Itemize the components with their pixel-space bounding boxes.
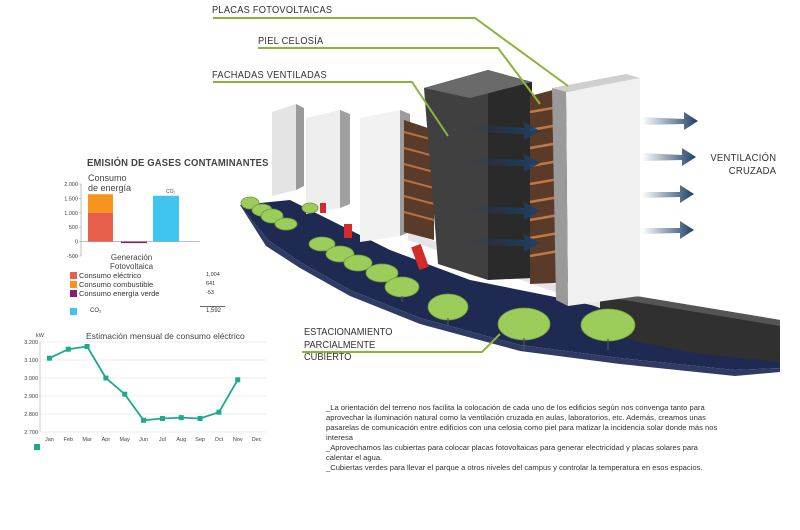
data-point bbox=[216, 409, 222, 415]
legend-swatch-verde bbox=[70, 290, 77, 297]
callout-piel-celosia: PIEL CELOSÍA bbox=[258, 35, 324, 47]
x-tick-label: Jun bbox=[139, 437, 148, 443]
data-point bbox=[103, 375, 109, 381]
x-tick-label: Aug bbox=[176, 437, 186, 443]
red-element bbox=[411, 244, 429, 270]
legend-value: -53 bbox=[206, 290, 214, 296]
x-tick-label: Mar bbox=[82, 437, 92, 443]
y-tick-label: 2.900 bbox=[24, 394, 38, 400]
description-text: _La orientación del terreno nos facilita… bbox=[326, 403, 720, 473]
x-tick-label: Sep bbox=[195, 437, 205, 443]
emissions-legend: Consumo eléctrico 1,004 Consumo combusti… bbox=[70, 271, 230, 298]
parking-structure bbox=[596, 290, 780, 362]
legend-swatch-combustible bbox=[70, 281, 77, 288]
estac-line-1: ESTACIONAMIENTO bbox=[304, 326, 393, 338]
generacion-fotovoltaica-label: Generación Fotovoltaica bbox=[110, 253, 153, 271]
tower-1 bbox=[272, 104, 296, 196]
estac-line-2: PARCIALMENTE bbox=[304, 338, 376, 351]
legend-marker bbox=[34, 444, 40, 450]
callout-lines bbox=[213, 17, 569, 353]
legend-row-combustible: Consumo combustible 641 bbox=[70, 280, 230, 289]
x-tick-label: Feb bbox=[64, 437, 73, 443]
bar-segment bbox=[153, 195, 179, 242]
y-tick-label: 3.000 bbox=[24, 376, 38, 382]
y-tick-label: -500 bbox=[67, 254, 78, 258]
legend-row-verde: Consumo energía verde -53 bbox=[70, 289, 230, 298]
y-tick-label: 1.500 bbox=[64, 196, 78, 202]
legend-divider bbox=[200, 306, 225, 307]
green-roof-trees bbox=[240, 196, 636, 342]
legend-row-electrico: Consumo eléctrico 1,004 bbox=[70, 271, 230, 280]
consumo-energia-label: Consumo de energía bbox=[88, 173, 131, 193]
callout-fachadas-ventiladas: FACHADAS VENTILADAS bbox=[212, 69, 327, 81]
legend-label: Consumo eléctrico bbox=[79, 271, 142, 280]
consumo-line-1: Consumo bbox=[88, 173, 127, 183]
x-tick-label: Apr bbox=[102, 437, 111, 443]
bar-segment bbox=[121, 241, 147, 244]
generacion-line-2: Fotovoltaica bbox=[110, 262, 154, 271]
consumption-line bbox=[49, 345, 239, 422]
legend-swatch-co2 bbox=[70, 308, 77, 315]
data-point bbox=[235, 377, 241, 383]
description-p3: _Cubiertas verdes para llevar el parque … bbox=[326, 463, 703, 472]
legend-label: Consumo energía verde bbox=[79, 289, 160, 298]
generacion-line-1: Generación bbox=[110, 253, 153, 262]
ground-edge bbox=[240, 205, 780, 376]
ventilacion-line-2: CRUZADA bbox=[728, 165, 776, 177]
y-tick-label: 2.000 bbox=[64, 182, 78, 188]
emissions-chart-title: EMISIÓN DE GASES CONTAMINANTES bbox=[87, 157, 269, 169]
bar-segment bbox=[88, 194, 113, 213]
emissions-bar-chart: 2.000 1.500 1.000 500 0 -500 bbox=[64, 182, 200, 258]
co2-bar-label: CO₂ bbox=[166, 189, 176, 195]
data-point bbox=[178, 415, 184, 421]
data-point bbox=[197, 416, 203, 421]
y-tick-label: 1.000 bbox=[64, 211, 78, 217]
legend-swatch-electrico bbox=[70, 272, 77, 279]
data-point bbox=[122, 391, 128, 397]
ventilation-arrows bbox=[468, 112, 698, 252]
co2-row-label: CO₂ bbox=[90, 308, 102, 314]
legend-label: Consumo combustible bbox=[79, 280, 154, 289]
co2-row-value: 1,592 bbox=[206, 308, 222, 314]
data-point bbox=[84, 344, 90, 349]
x-tick-label: Dec bbox=[252, 437, 262, 443]
x-tick-label: Jul bbox=[159, 437, 166, 443]
description-p1: _La orientación del terreno nos facilita… bbox=[326, 403, 718, 442]
y-tick-label: 0 bbox=[75, 240, 78, 246]
white-tower bbox=[566, 78, 640, 306]
callout-placas-fotovoltaicas: PLACAS FOTOVOLTAICAS bbox=[212, 4, 333, 16]
callout-ventilacion-cruzada: VENTILACIÓN CRUZADA bbox=[710, 152, 776, 178]
y-tick-label: 3.100 bbox=[24, 358, 38, 364]
legend-value: 1,004 bbox=[206, 272, 220, 278]
tower-3 bbox=[360, 110, 400, 242]
line-chart-title: Estimación mensual de consumo eléctrico bbox=[86, 331, 245, 341]
y-tick-label: 500 bbox=[69, 225, 78, 231]
x-tick-label: Oct bbox=[215, 437, 224, 443]
callout-estacionamiento: ESTACIONAMIENTO PARCIALMENTE CUBIERTO bbox=[304, 326, 392, 364]
x-tick-label: Nov bbox=[233, 437, 243, 443]
tower-2 bbox=[306, 110, 340, 214]
data-point bbox=[141, 417, 147, 423]
y-tick-label: 2.800 bbox=[24, 412, 38, 418]
consumo-line-2: de energía bbox=[88, 183, 132, 193]
estac-line-3: CUBIERTO bbox=[304, 351, 352, 363]
data-point bbox=[159, 416, 165, 421]
data-point bbox=[65, 346, 71, 352]
bar-segment bbox=[88, 212, 113, 242]
ventilacion-line-1: VENTILACIÓN bbox=[710, 152, 776, 164]
y-tick-label: 2.700 bbox=[24, 430, 38, 436]
data-point bbox=[46, 355, 52, 361]
y-tick-label: 3.200 bbox=[24, 340, 38, 346]
x-tick-label: Jan bbox=[45, 437, 54, 443]
x-tick-label: May bbox=[120, 437, 131, 443]
description-p2: _Aprovechamos las cubiertas para colocar… bbox=[326, 443, 698, 462]
y-axis-unit: kW bbox=[36, 333, 45, 339]
legend-value: 641 bbox=[206, 281, 216, 287]
